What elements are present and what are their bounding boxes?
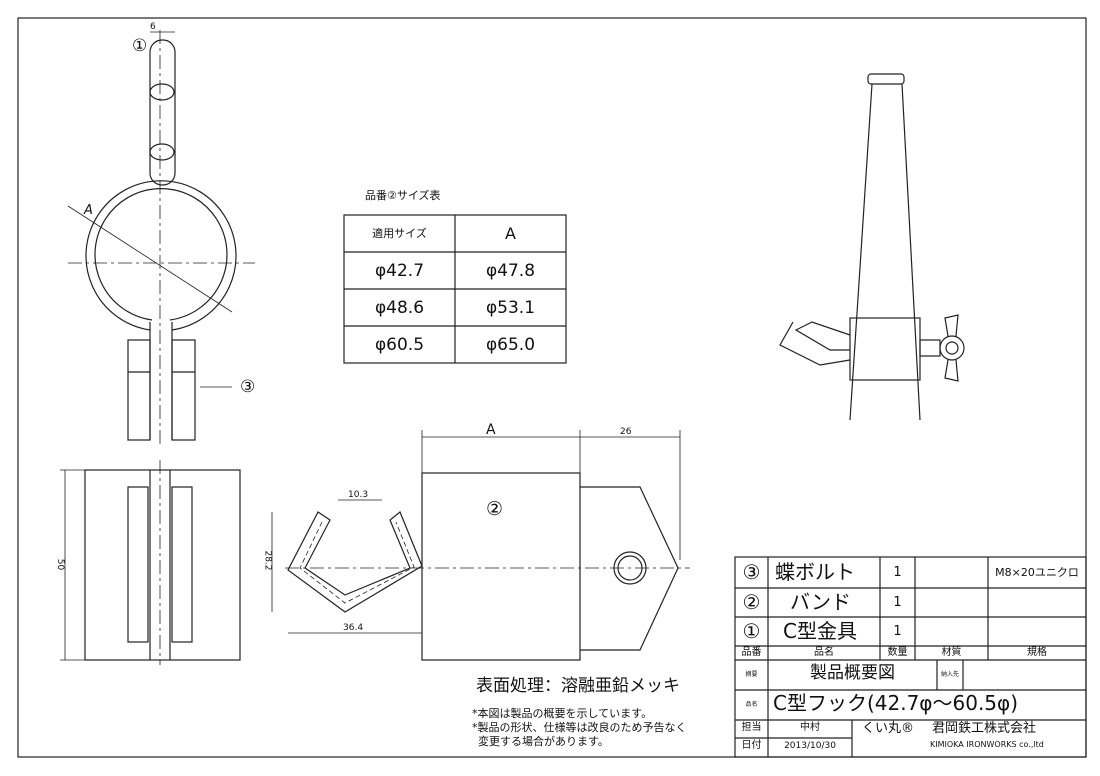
c-fitting-side-view — [60, 460, 241, 665]
part-name: C型金具 — [783, 619, 857, 643]
band-plan-view — [271, 430, 690, 661]
header-name: 品名 — [814, 647, 834, 658]
person: 中村 — [800, 722, 820, 733]
person-label: 担当 — [741, 722, 762, 733]
size-table-grid — [343, 214, 567, 364]
dim-hook-height: 28.2 — [262, 550, 273, 571]
size-cell: φ60.5 — [374, 335, 425, 355]
part-qty: 1 — [893, 595, 902, 610]
surface-treatment: 表面処理：溶融亜鉛メッキ — [476, 676, 680, 696]
part-no: ① — [742, 619, 761, 643]
size-table-header: A — [505, 224, 516, 243]
part-qty: 1 — [893, 565, 902, 580]
note-2: *製品の形状、仕様等は改良のため予告なく — [472, 721, 687, 734]
company-name: 君岡鉄工株式会社 — [932, 721, 1037, 736]
header-material: 材質 — [941, 647, 962, 658]
part-label-3: ③ — [240, 377, 256, 397]
product-name: C型フック(42.7φ～60.5φ) — [773, 691, 1019, 715]
sheet-border — [17, 17, 1087, 758]
date-label: 日付 — [741, 740, 762, 751]
part-name: 蝶ボルト — [775, 560, 855, 584]
part-label-1: ① — [132, 36, 148, 56]
dim-band-width: A — [486, 422, 496, 438]
size-table-title: 品番②サイズ表 — [365, 189, 441, 202]
product-label: 品名 — [745, 701, 758, 708]
title-block-grid — [734, 556, 1087, 758]
part-qty: 1 — [893, 624, 902, 639]
summary-label: 摘要 — [745, 671, 758, 678]
size-cell: φ48.6 — [374, 298, 425, 318]
part-name: バンド — [790, 590, 851, 614]
header-spec: 規格 — [1027, 647, 1047, 658]
dim-hook-length: 36.4 — [343, 623, 364, 633]
header-qty: 数量 — [887, 647, 908, 658]
size-cell: φ53.1 — [485, 298, 536, 318]
part-spec: M8×20ユニクロ — [995, 566, 1079, 579]
header-no: 品番 — [741, 647, 762, 658]
company-name-en: KIMIOKA IRONWORKS co.,ltd — [930, 740, 1044, 749]
dim-ring-diameter: A — [84, 203, 93, 218]
dim-tab-length: 26 — [620, 427, 632, 437]
brand-logo: くい丸® — [862, 721, 915, 736]
note-3: 変更する場合があります。 — [478, 735, 609, 748]
size-table-header: 適用サイズ — [372, 227, 427, 240]
c-fitting-top-view — [67, 30, 255, 445]
size-cell: φ65.0 — [485, 335, 536, 355]
dim-hook-gap: 10.3 — [348, 490, 369, 500]
dim-band-height: 50 — [55, 558, 66, 571]
note-1: *本図は製品の概要を示しています。 — [472, 707, 653, 720]
size-cell: φ47.8 — [485, 261, 536, 281]
part-no: ③ — [742, 560, 761, 584]
summary: 製品概要図 — [810, 663, 895, 683]
dim-link-width: 6 — [150, 22, 156, 32]
size-cell: φ42.7 — [374, 261, 425, 281]
part-label-2: ② — [486, 498, 504, 520]
date: 2013/10/30 — [784, 741, 836, 751]
delivery-label: 納入先 — [940, 671, 959, 678]
part-no: ② — [742, 590, 761, 614]
assembly-view — [779, 73, 965, 421]
